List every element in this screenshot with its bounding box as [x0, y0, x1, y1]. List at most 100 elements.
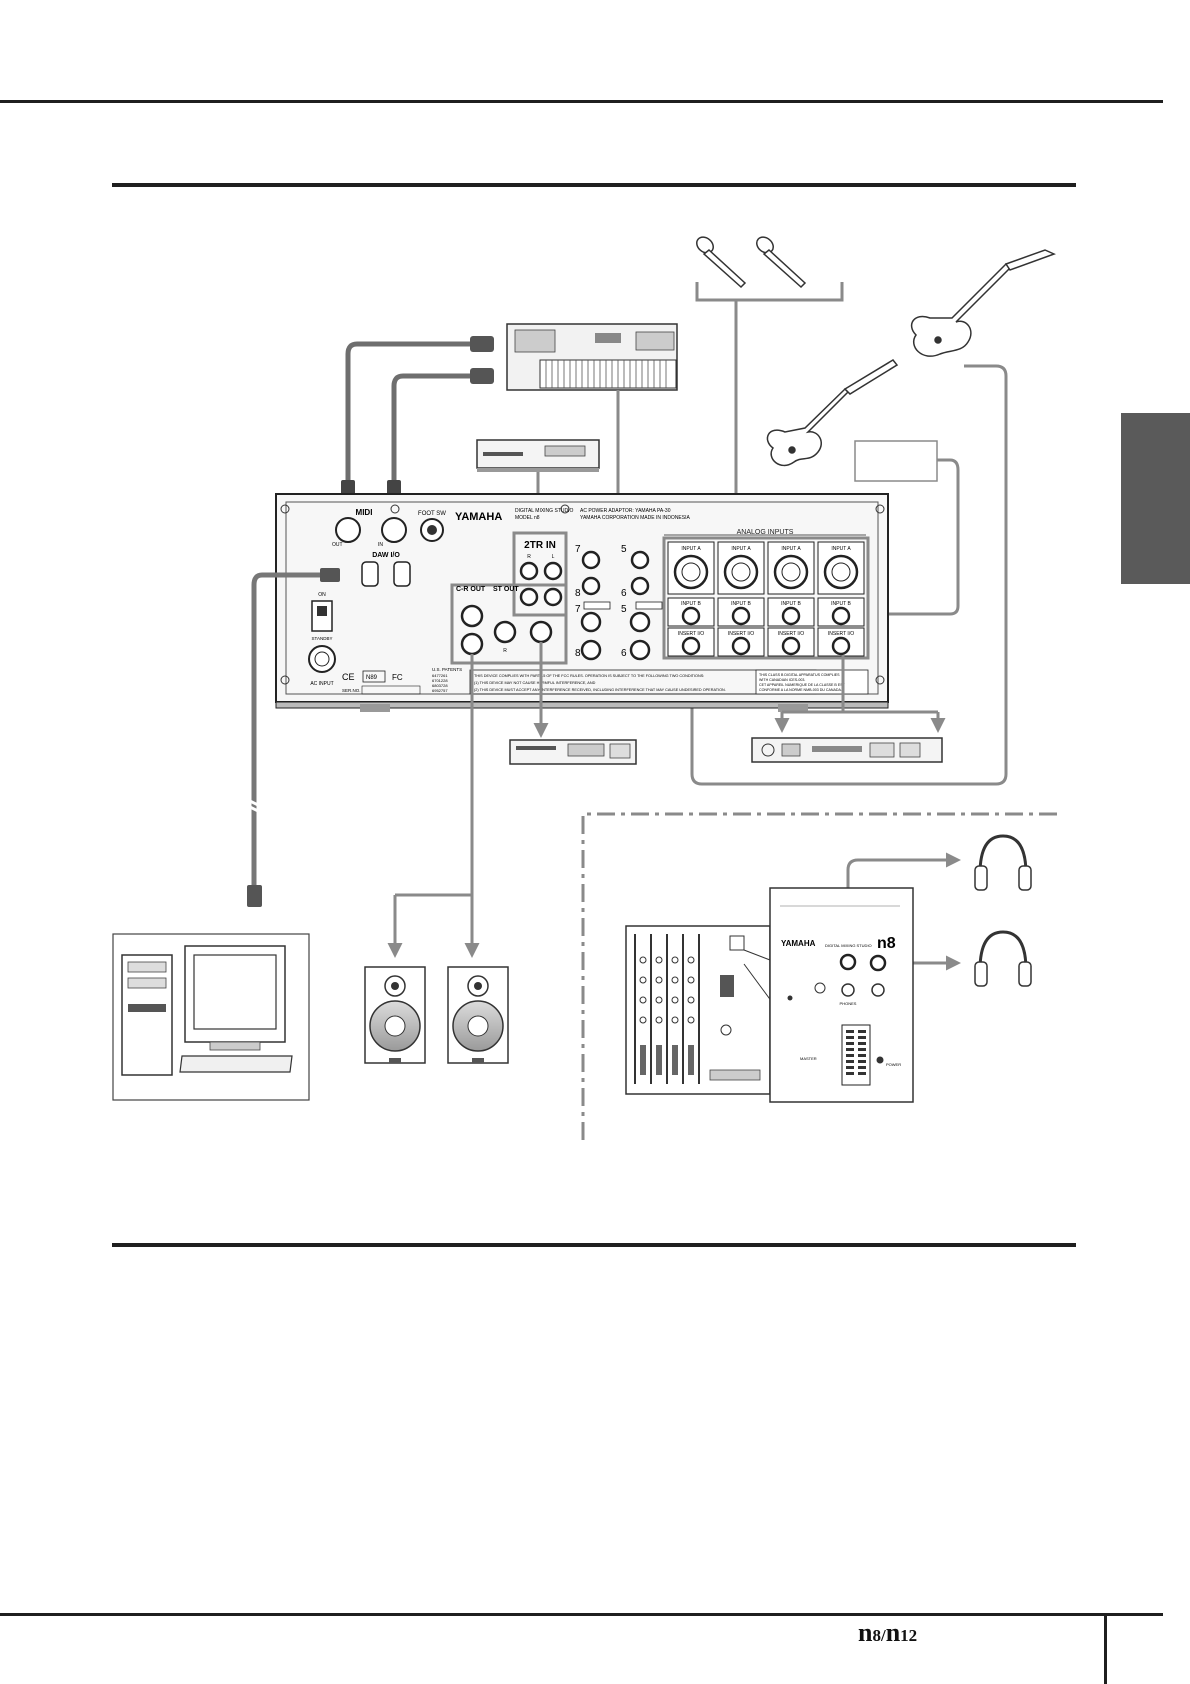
monitor-speaker-left	[364, 966, 426, 1064]
canada-line-4: CONFORME A LA NORME NMB-003 DU CANADA.	[759, 688, 842, 692]
ce-mark: CE	[342, 672, 355, 682]
phones-jack-2	[869, 954, 887, 972]
insert-io-row: INSERT I/O INSERT I/O INSERT I/O INSERT …	[667, 627, 865, 657]
ac-input-label: AC INPUT	[310, 681, 333, 687]
rear-panel: MIDI OUT IN FOOT SW YAMAHA DIGITAL MIXIN…	[275, 493, 889, 712]
header-rule	[0, 100, 1163, 103]
recorder-icon	[509, 739, 637, 765]
guitar-icon-2	[910, 249, 1057, 357]
svg-text:INPUT A: INPUT A	[731, 546, 751, 552]
ac-input-jack	[308, 645, 336, 673]
svg-text:INSERT I/O: INSERT I/O	[778, 631, 804, 637]
fcc-line-2: (1) THIS DEVICE MAY NOT CAUSE HARMFUL IN…	[474, 681, 596, 685]
insert-to-effect-bracket	[782, 656, 938, 714]
input-a-xlr-row: INPUT A INPUT A INPUT A INPUT A	[667, 541, 865, 595]
ch8-line-jack	[580, 639, 602, 661]
canada-line-2: WITH CANADIAN ICES-003.	[759, 678, 805, 682]
fcc-line-3: (2) THIS DEVICE MUST ACCEPT ANY INTERFER…	[474, 688, 726, 692]
ch6-line-label: 6	[621, 648, 627, 659]
n89-mark: N89	[366, 675, 378, 681]
guitar1-to-di-cable	[869, 458, 960, 622]
footer-rule	[0, 1613, 1163, 1616]
cd-player-icon	[476, 439, 600, 472]
phones-jack-1	[839, 953, 857, 971]
svg-text:INPUT A: INPUT A	[781, 546, 801, 552]
on-label: ON	[318, 592, 326, 598]
patent-3: 6803728	[432, 683, 448, 688]
panel-info-1: DIGITAL MIXING STUDIO	[515, 508, 573, 514]
two-tr-in-r: R	[527, 554, 531, 560]
mixer-detail-caption: DIGITAL MIXING STUDIO	[825, 943, 872, 948]
di-box	[854, 440, 938, 482]
microphone-icon-2	[756, 236, 807, 289]
svg-text:INPUT A: INPUT A	[681, 546, 701, 552]
midi-in-label: IN	[378, 542, 383, 548]
st-out-r-jack	[493, 620, 517, 644]
st-out-r-label: R	[503, 648, 507, 654]
patent-1: 6477261	[432, 673, 448, 678]
guitar-icon-1	[766, 359, 899, 467]
computer-icon	[112, 933, 310, 1101]
us-patents-label: U.S. PATENTS	[432, 667, 462, 672]
panel-info-2: MODEL n8	[515, 515, 540, 521]
phones-label: PHONES	[840, 1001, 857, 1006]
svg-text:INPUT B: INPUT B	[831, 601, 851, 607]
headphones-icon-2	[974, 930, 1032, 987]
two-tr-in-r-jack	[519, 561, 539, 581]
section-rule-bottom	[112, 1243, 1076, 1247]
footer-model-name: n8/n12	[858, 1618, 918, 1647]
svg-text:INPUT B: INPUT B	[731, 601, 751, 607]
ch8-rca-jack	[581, 576, 601, 596]
power-indicator	[876, 1056, 884, 1064]
cr-out-r-jack	[460, 632, 484, 656]
standby-label: STANDBY	[312, 636, 333, 641]
ch6-top-label: 6	[621, 588, 627, 599]
svg-text:INSERT I/O: INSERT I/O	[678, 631, 704, 637]
monitor-speaker-right	[447, 966, 509, 1064]
two-tr-in-l: L	[552, 554, 555, 560]
panel-brand: YAMAHA	[455, 511, 502, 523]
master-label: MASTER	[800, 1056, 817, 1061]
firewire-port-2	[393, 561, 411, 587]
section-rule-top	[112, 183, 1076, 187]
ch7-rca-jack	[581, 550, 601, 570]
mixer-top-view	[625, 925, 771, 1095]
footer-divider	[1104, 1613, 1107, 1684]
foot-sw-label: FOOT SW	[418, 511, 446, 517]
microphone-icon-1	[696, 236, 747, 289]
synth-keyboard-icon	[506, 323, 678, 391]
fcc-line-1: THIS DEVICE COMPLIES WITH PART 15 OF THE…	[474, 674, 704, 678]
chapter-tab	[1121, 413, 1190, 584]
two-tr-in-l-jack	[543, 561, 563, 581]
ch8-line-label: 8	[575, 648, 581, 659]
ch7-line-label: 7	[575, 604, 581, 615]
ch7-top-label: 7	[575, 544, 581, 555]
effect-unit-icon	[751, 737, 943, 763]
power-label: POWER	[886, 1062, 901, 1067]
canada-line-3: CET APPAREIL NUMERIQUE DE LA CLASSE B ES…	[759, 683, 846, 687]
ch5-rca-jack	[630, 550, 650, 570]
ch5-line-label: 5	[621, 604, 627, 615]
two-tr-in-label: 2TR IN	[524, 540, 556, 551]
panel-adaptor-1: AC POWER ADAPTOR: YAMAHA PA-30	[580, 508, 671, 514]
fc-mark: FC	[392, 673, 403, 682]
panel-adaptor-2: YAMAHA CORPORATION MADE IN INDONESIA	[580, 515, 690, 521]
mic-bracket	[695, 282, 844, 302]
patent-4: 6952757	[432, 688, 448, 693]
st-out-label: ST OUT	[493, 586, 519, 593]
ser-no-label: SER.NO.	[342, 688, 361, 693]
midi-out-label: OUT	[332, 542, 343, 548]
mixer-detail-zoom: YAMAHA DIGITAL MIXING STUDIO n8 PHONES M…	[769, 887, 914, 1103]
phones-to-headphones-1	[846, 852, 961, 950]
canada-line-1: THIS CLASS B DIGITAL APPARATUS COMPLIES	[759, 673, 840, 677]
midi-in-jack	[381, 517, 407, 543]
patent-2: 6701228	[432, 678, 448, 683]
midi-out-jack	[335, 517, 361, 543]
mixer-detail-model: n8	[877, 935, 896, 952]
cr-out-l-jack	[460, 604, 484, 628]
svg-text:INPUT B: INPUT B	[781, 601, 801, 607]
cr-out-label: C-R OUT	[456, 586, 486, 593]
ch5-top-label: 5	[621, 544, 627, 555]
analog-inputs-label: ANALOG INPUTS	[737, 529, 794, 536]
